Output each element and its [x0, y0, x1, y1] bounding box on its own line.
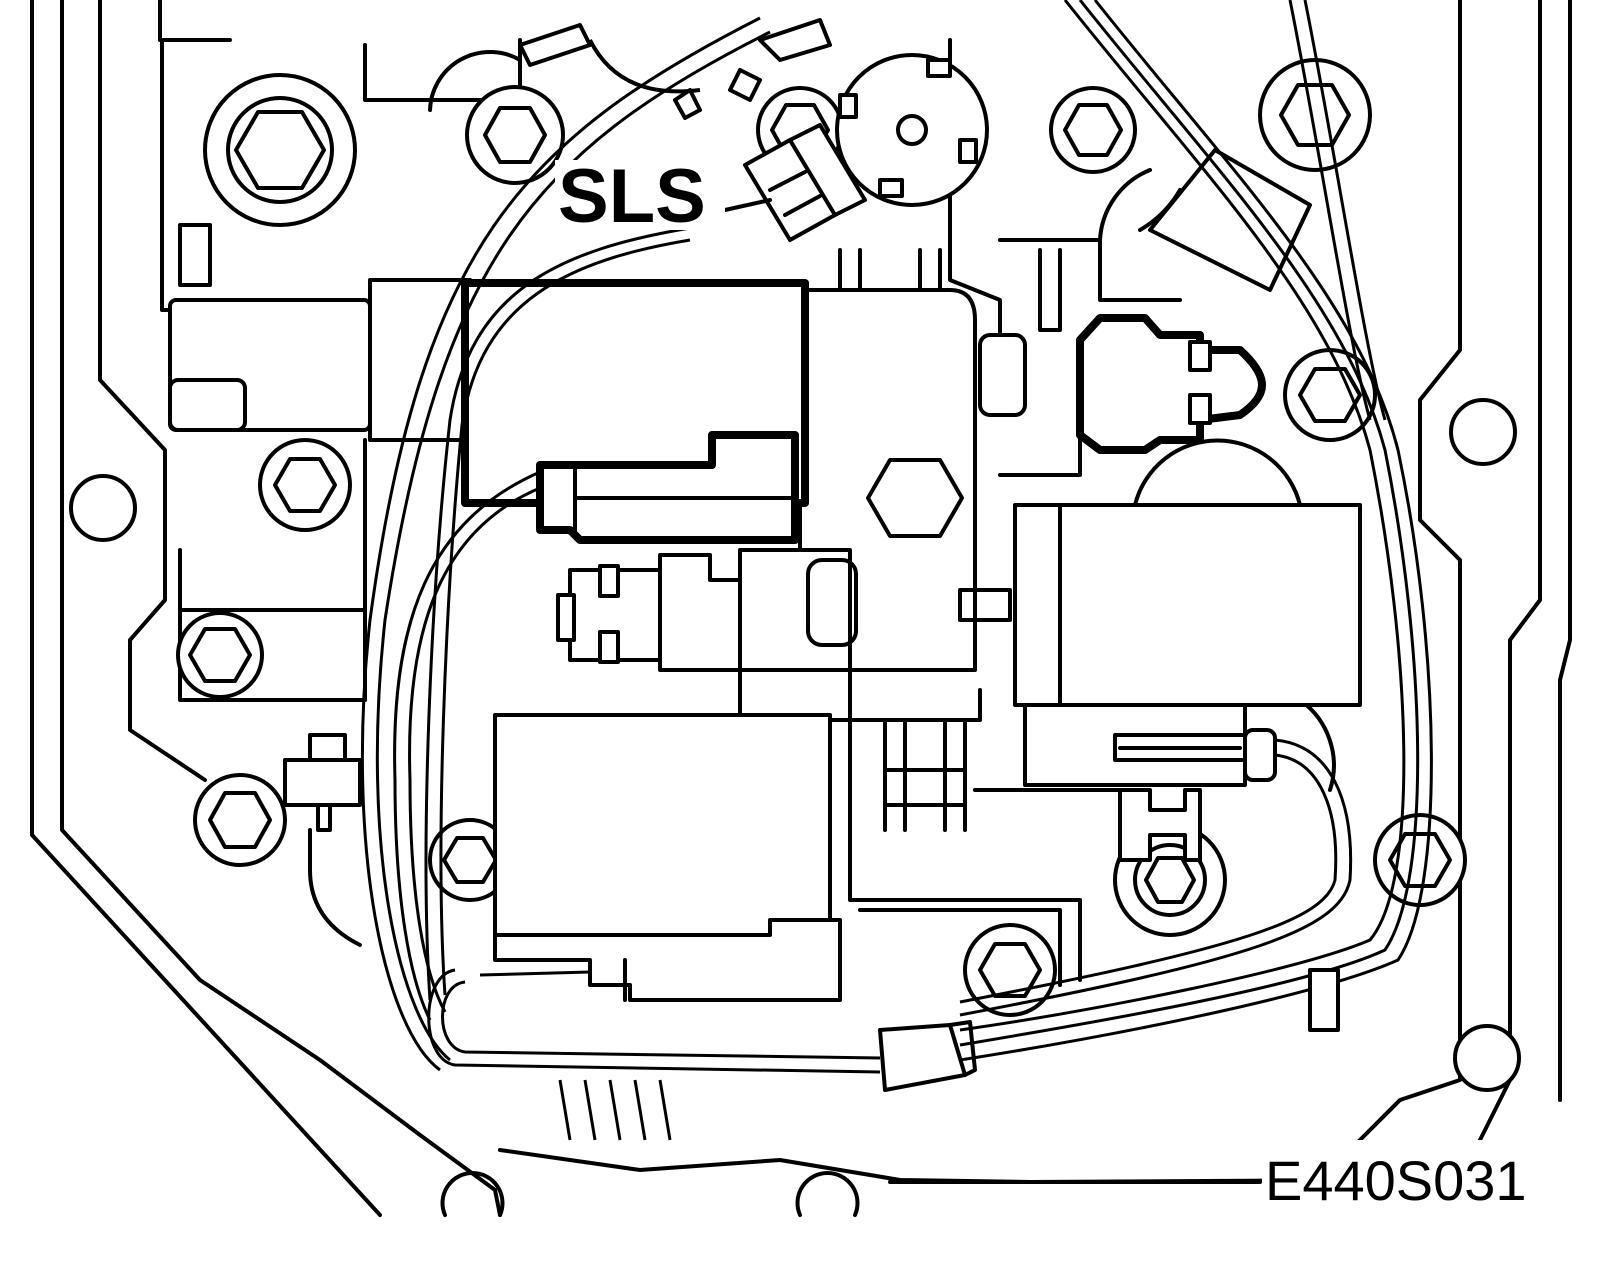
- sls-leader-line: [723, 198, 772, 212]
- bolt-top-left: [203, 73, 357, 227]
- case-bolt-holes: [69, 398, 1521, 1217]
- figure-code-label: E440S031: [1265, 1149, 1527, 1212]
- bolt-bottom-center: [963, 923, 1057, 1017]
- wire-bracket-left: [283, 733, 362, 947]
- solenoid-connector-mid: [556, 553, 742, 672]
- bolt-far-top-right: [1258, 58, 1372, 172]
- sls-connector: [743, 123, 867, 242]
- bolt-right-lower: [1373, 813, 1467, 907]
- pressure-sensor-right: [998, 314, 1266, 477]
- bolt-top-right: [1049, 86, 1137, 174]
- harness-joint-connector: [878, 1020, 977, 1092]
- accumulator-cover: [835, 53, 989, 207]
- mounting-tab: [1308, 968, 1340, 1032]
- sls-label-bg: [555, 160, 725, 230]
- wire-clip-lower: [1118, 788, 1202, 862]
- hex-bolts: [176, 58, 1467, 1017]
- bolt-top-center: [465, 85, 565, 185]
- upper-clip-parts: [518, 18, 832, 120]
- solenoid-right: [1013, 438, 1362, 787]
- wire-holder-upper-right: [1148, 148, 1312, 292]
- solenoid-lower: [493, 713, 842, 1002]
- wire-harness: [360, 0, 1433, 1141]
- bolt-left-mid: [258, 438, 352, 532]
- bolt-left-lower: [176, 611, 264, 699]
- center-valve-block: [738, 288, 1122, 987]
- bolt-lower-left-center: [428, 818, 512, 902]
- shift-solenoid-upper: [461, 279, 809, 544]
- sls-label: SLS: [558, 154, 706, 239]
- bolt-bottom-left: [193, 773, 287, 867]
- transmission-case: [30, 0, 1572, 1217]
- figure-code-bg: [1262, 1140, 1562, 1208]
- valve-body-plate: [160, 38, 1336, 792]
